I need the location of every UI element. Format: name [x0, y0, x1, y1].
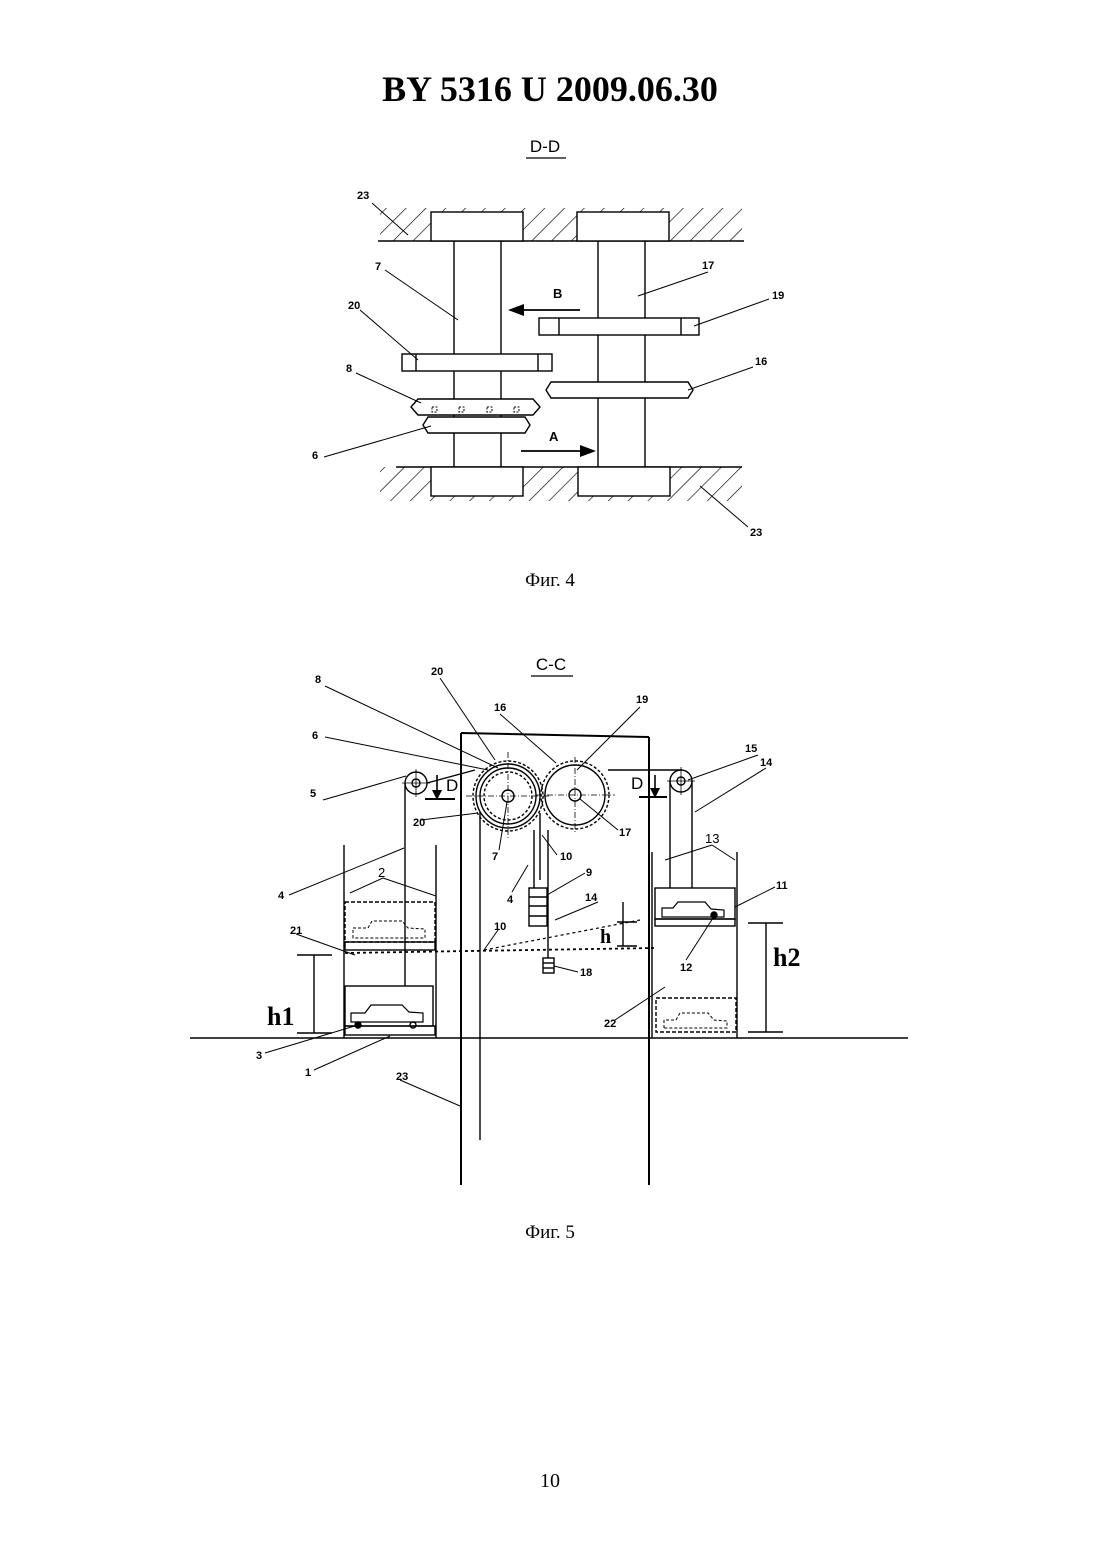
fig4-callout-20: 20 — [348, 300, 360, 312]
fig5-callout-17: 17 — [619, 827, 631, 839]
fig5-pulley-15 — [667, 767, 695, 795]
fig5-callout-4-center: 4 — [507, 894, 514, 906]
fig5-callout-1: 1 — [305, 1067, 311, 1079]
fig5-callout-4-left: 4 — [278, 890, 285, 902]
fig4-arrow-b-label: B — [553, 286, 562, 301]
fig4-arrow-a-label: A — [549, 429, 559, 444]
fig5-callout-16: 16 — [494, 702, 506, 714]
fig5-callout-8: 8 — [315, 674, 321, 686]
fig5-callout-18: 18 — [580, 967, 592, 979]
fig4-callout-6: 6 — [312, 450, 318, 462]
fig4-callout-19: 19 — [772, 290, 784, 302]
fig5-callout-12: 12 — [680, 962, 692, 974]
fig5-callout-5: 5 — [310, 788, 316, 800]
fig5-callout-13: 13 — [705, 831, 719, 846]
fig4-top-wall — [378, 208, 744, 241]
fig5-callout-23: 23 — [396, 1071, 408, 1083]
fig5-callout-22: 22 — [604, 1018, 616, 1030]
fig5-callout-14-center: 14 — [585, 892, 598, 904]
fig5-callout-10-top: 10 — [560, 851, 572, 863]
fig4-gear-8 — [411, 399, 540, 415]
fig5-callout-6: 6 — [312, 730, 318, 742]
fig4-section-label: D-D — [530, 137, 560, 156]
fig5-right-lift — [652, 852, 737, 1038]
fig4-gear-19 — [539, 318, 699, 335]
fig4-arrow-b — [508, 304, 580, 316]
fig5-section-d-left-label: D — [446, 776, 458, 795]
fig5-section-d-right-label: D — [631, 774, 643, 793]
fig5-dimension-h1 — [297, 955, 332, 1033]
fig4-bottom-wall — [380, 467, 742, 501]
fig5-dimension-h1-label: h1 — [267, 1002, 294, 1031]
fig5-callout-3: 3 — [256, 1050, 262, 1062]
fig5-dimension-h2-label: h2 — [773, 943, 800, 972]
fig5-callout-15: 15 — [745, 743, 757, 755]
fig4-callout-23-bottom: 23 — [750, 527, 762, 539]
fig4-callout-7: 7 — [375, 261, 381, 273]
fig4-arrow-a — [521, 445, 596, 457]
fig5-left-lift — [344, 845, 436, 1038]
fig5-dimension-h2 — [748, 923, 783, 1032]
fig5-callout-20-top: 20 — [431, 666, 443, 678]
fig4-gear-16 — [546, 382, 693, 398]
fig5-callout-20-bottom: 20 — [413, 817, 425, 829]
fig5-pulley-5 — [402, 769, 430, 797]
page-number: 10 — [0, 1470, 1100, 1493]
fig5-gear-assembly-right — [536, 757, 615, 834]
fig5-callout-14-right: 14 — [760, 757, 773, 769]
fig4-gear-6 — [423, 417, 530, 433]
fig5-caption: Фиг. 5 — [0, 1222, 1100, 1244]
figure-5: C-C — [190, 655, 908, 1185]
fig5-section-label: C-C — [536, 655, 566, 674]
fig5-dimension-h-label: h — [600, 926, 611, 948]
fig5-callout-9: 9 — [586, 867, 592, 879]
fig5-counterweight-18 — [543, 958, 554, 973]
fig4-callout-23-top: 23 — [357, 190, 369, 202]
fig5-callout-21: 21 — [290, 925, 302, 937]
fig5-callout-2: 2 — [378, 865, 385, 880]
fig4-callout-16: 16 — [755, 356, 767, 368]
fig4-gear-20 — [402, 354, 552, 371]
fig4-callout-17: 17 — [702, 260, 714, 272]
fig5-callout-7: 7 — [492, 851, 498, 863]
fig5-counterweight-9 — [529, 888, 547, 926]
fig4-caption: Фиг. 4 — [0, 570, 1100, 592]
fig5-callout-19: 19 — [636, 694, 648, 706]
fig5-callout-11: 11 — [776, 880, 788, 892]
fig4-callout-8: 8 — [346, 363, 352, 375]
figure-4: D-D — [312, 137, 784, 539]
fig5-callout-10-bottom: 10 — [494, 921, 506, 933]
